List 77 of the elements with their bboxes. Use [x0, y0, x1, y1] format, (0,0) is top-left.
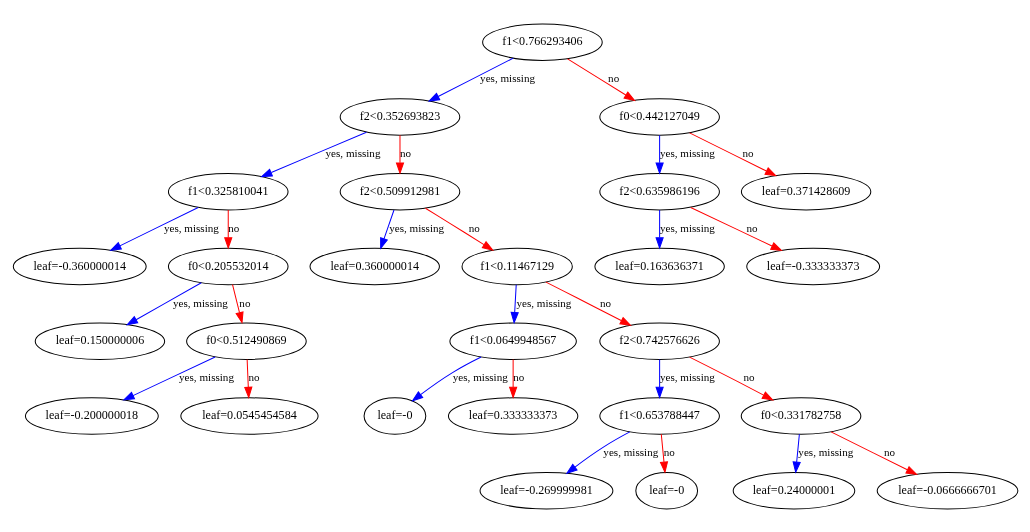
arrow: [508, 358, 517, 399]
edge-label: yes, missing: [659, 370, 715, 383]
node-ellipse: leaf=0.371428609: [740, 172, 871, 210]
node-ellipse: f1<0.0649948567: [448, 322, 577, 360]
edge-label: no: [238, 296, 250, 309]
arrow: [125, 281, 202, 326]
arrow: [566, 57, 636, 101]
arrow: [509, 283, 519, 324]
arrow: [379, 209, 394, 250]
node-ellipse: leaf=-0: [634, 471, 698, 509]
node-ellipse: f2<0.352693823: [339, 97, 460, 136]
edge-label: yes, missing: [388, 221, 444, 234]
node-ellipse: f1<0.653788447: [598, 396, 720, 435]
arrow: [654, 209, 664, 249]
edge-label: no: [883, 445, 895, 458]
node-ellipse: f0<0.205532014: [167, 247, 289, 285]
node-ellipse: leaf=-0.333333373: [745, 247, 880, 285]
arrow: [689, 206, 783, 251]
edge-label: no: [468, 221, 480, 234]
node-ellipse: f1<0.325810041: [167, 172, 289, 210]
arrow: [792, 433, 801, 474]
arrow: [565, 430, 630, 474]
node-ellipse: leaf=0.24000001: [732, 471, 855, 509]
arrow: [659, 433, 668, 474]
arrow: [223, 209, 232, 249]
edge-label: no: [663, 445, 675, 458]
edge-label: yes, missing: [325, 146, 380, 159]
arrow: [654, 134, 664, 175]
arrow: [544, 281, 632, 326]
node-ellipse: leaf=0.0545454584: [179, 396, 319, 435]
node-ellipse: f2<0.742576626: [598, 322, 720, 360]
edge-label: yes, missing: [659, 221, 715, 234]
node-ellipse: f0<0.442127049: [598, 97, 720, 136]
node-ellipse: f1<0.11467129: [461, 247, 573, 285]
node-ellipse: f1<0.766293406: [481, 23, 603, 61]
arrow: [688, 131, 777, 176]
edge-label: no: [746, 221, 758, 234]
arrow: [243, 358, 252, 399]
node-ellipse: f0<0.512490869: [185, 322, 307, 360]
edge-label: yes, missing: [659, 146, 715, 159]
arrow: [830, 430, 918, 475]
edge-label: yes, missing: [172, 296, 228, 309]
arrow: [654, 358, 664, 399]
arrow: [259, 131, 367, 177]
node-ellipse: leaf=-0.360000014: [12, 247, 147, 285]
edge-label: yes, missing: [163, 221, 219, 234]
edge-label: no: [599, 296, 611, 309]
node-ellipse: f2<0.509912981: [339, 172, 460, 210]
edge-label: no: [742, 370, 755, 383]
edge-label: no: [741, 146, 754, 159]
node-ellipse: f0<0.331782758: [740, 396, 861, 435]
arrow: [427, 57, 514, 102]
arrow: [108, 206, 199, 251]
arrow: [688, 356, 774, 401]
edge-label: no: [247, 370, 260, 383]
arrow: [410, 356, 482, 402]
edge-label: yes, missing: [602, 445, 658, 458]
node-ellipse: leaf=0.333333373: [447, 396, 578, 435]
edge-label: yes, missing: [479, 71, 535, 84]
edge-label: yes, missing: [178, 370, 234, 383]
node-ellipse: leaf=0.163636371: [593, 247, 725, 285]
edge-label: no: [399, 146, 411, 159]
edge-label: no: [607, 71, 619, 84]
node-ellipse: leaf=-0.269999981: [479, 471, 613, 509]
arrow: [122, 356, 216, 401]
node-ellipse: leaf=-0.0666666701: [876, 471, 1018, 509]
node-ellipse: f2<0.635986196: [598, 172, 720, 210]
arrow: [424, 207, 494, 251]
edge-label: yes, missing: [452, 370, 508, 383]
arrow: [231, 283, 244, 324]
node-ellipse: leaf=0.150000006: [34, 322, 165, 360]
arrow: [395, 134, 404, 175]
node-ellipse: leaf=0.360000014: [309, 247, 440, 285]
node-ellipse: leaf=-0: [363, 396, 426, 435]
edge-label: yes, missing: [515, 296, 571, 309]
edge-label: yes, missing: [797, 445, 853, 458]
node-ellipse: leaf=-0.200000018: [24, 396, 159, 435]
